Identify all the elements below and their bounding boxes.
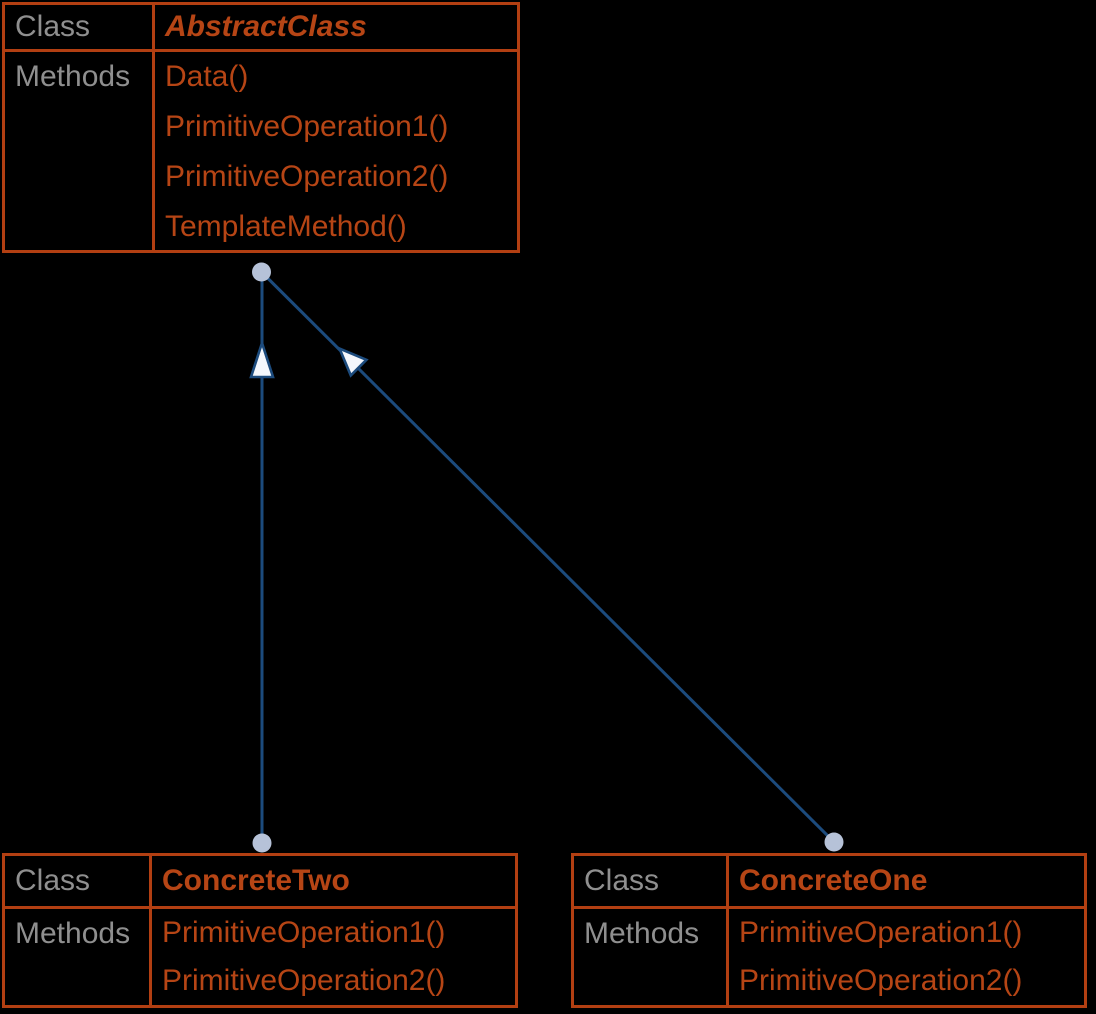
- method-item: PrimitiveOperation2(): [165, 160, 449, 193]
- class-box-abstractclass: Class AbstractClass Methods Data() Primi…: [2, 2, 520, 253]
- methods-row-label-text: Methods: [15, 917, 131, 950]
- class-row-label-text: Class: [584, 864, 660, 897]
- class-row-label: Class: [5, 856, 152, 909]
- method-item: PrimitiveOperation1(): [739, 916, 1023, 949]
- inheritance-arrow-icon: [337, 346, 369, 378]
- class-name: ConcreteTwo: [152, 856, 515, 909]
- methods-list: PrimitiveOperation1() PrimitiveOperation…: [152, 909, 515, 1005]
- method-item: PrimitiveOperation1(): [165, 110, 449, 143]
- class-row-label-text: Class: [15, 864, 91, 897]
- method-item: TemplateMethod(): [165, 210, 407, 243]
- class-box-concretetwo: Class ConcreteTwo Methods PrimitiveOpera…: [2, 853, 518, 1008]
- class-row-label: Class: [5, 5, 155, 52]
- edge-endpoint-dot: [824, 832, 844, 852]
- methods-row-label: Methods: [5, 52, 155, 250]
- edge-endpoint-dot: [252, 262, 271, 282]
- class-name-text: ConcreteTwo: [162, 864, 350, 897]
- edge-endpoint-dot: [252, 833, 272, 853]
- methods-row-label-text: Methods: [15, 60, 131, 93]
- methods-list: PrimitiveOperation1() PrimitiveOperation…: [729, 909, 1084, 1005]
- methods-row-label-text: Methods: [584, 917, 700, 950]
- methods-list: Data() PrimitiveOperation1() PrimitiveOp…: [155, 52, 517, 250]
- method-item: PrimitiveOperation2(): [162, 964, 446, 997]
- class-name-text: ConcreteOne: [739, 864, 928, 897]
- method-item: Data(): [165, 60, 249, 93]
- method-item: PrimitiveOperation1(): [162, 916, 446, 949]
- class-name: ConcreteOne: [729, 856, 1084, 909]
- methods-row-label: Methods: [574, 909, 729, 1005]
- class-name-text: AbstractClass: [165, 10, 367, 43]
- inheritance-arrow-icon: [249, 338, 275, 379]
- class-row-label-text: Class: [15, 10, 91, 43]
- class-box-concreteone: Class ConcreteOne Methods PrimitiveOpera…: [571, 853, 1087, 1008]
- class-row-label: Class: [574, 856, 729, 909]
- methods-row-label: Methods: [5, 909, 152, 1005]
- class-name: AbstractClass: [155, 5, 517, 52]
- method-item: PrimitiveOperation2(): [739, 964, 1023, 997]
